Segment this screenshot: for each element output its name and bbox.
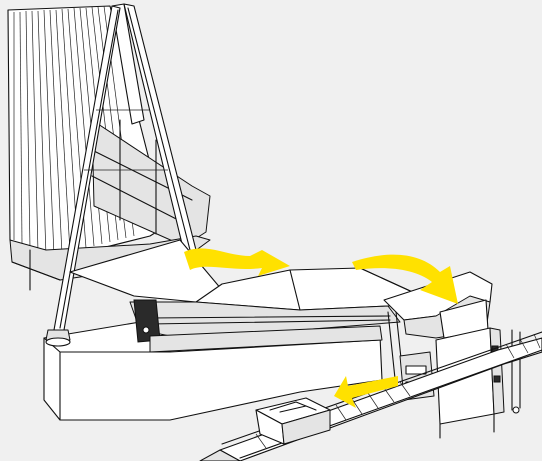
a-frame-support [45,3,197,347]
arrow-to-tote [334,376,398,408]
collection-tote [255,397,331,445]
arrow-to-belt [184,248,290,276]
flat-belt-conveyor [69,239,431,353]
arrow-to-chute [352,254,458,304]
